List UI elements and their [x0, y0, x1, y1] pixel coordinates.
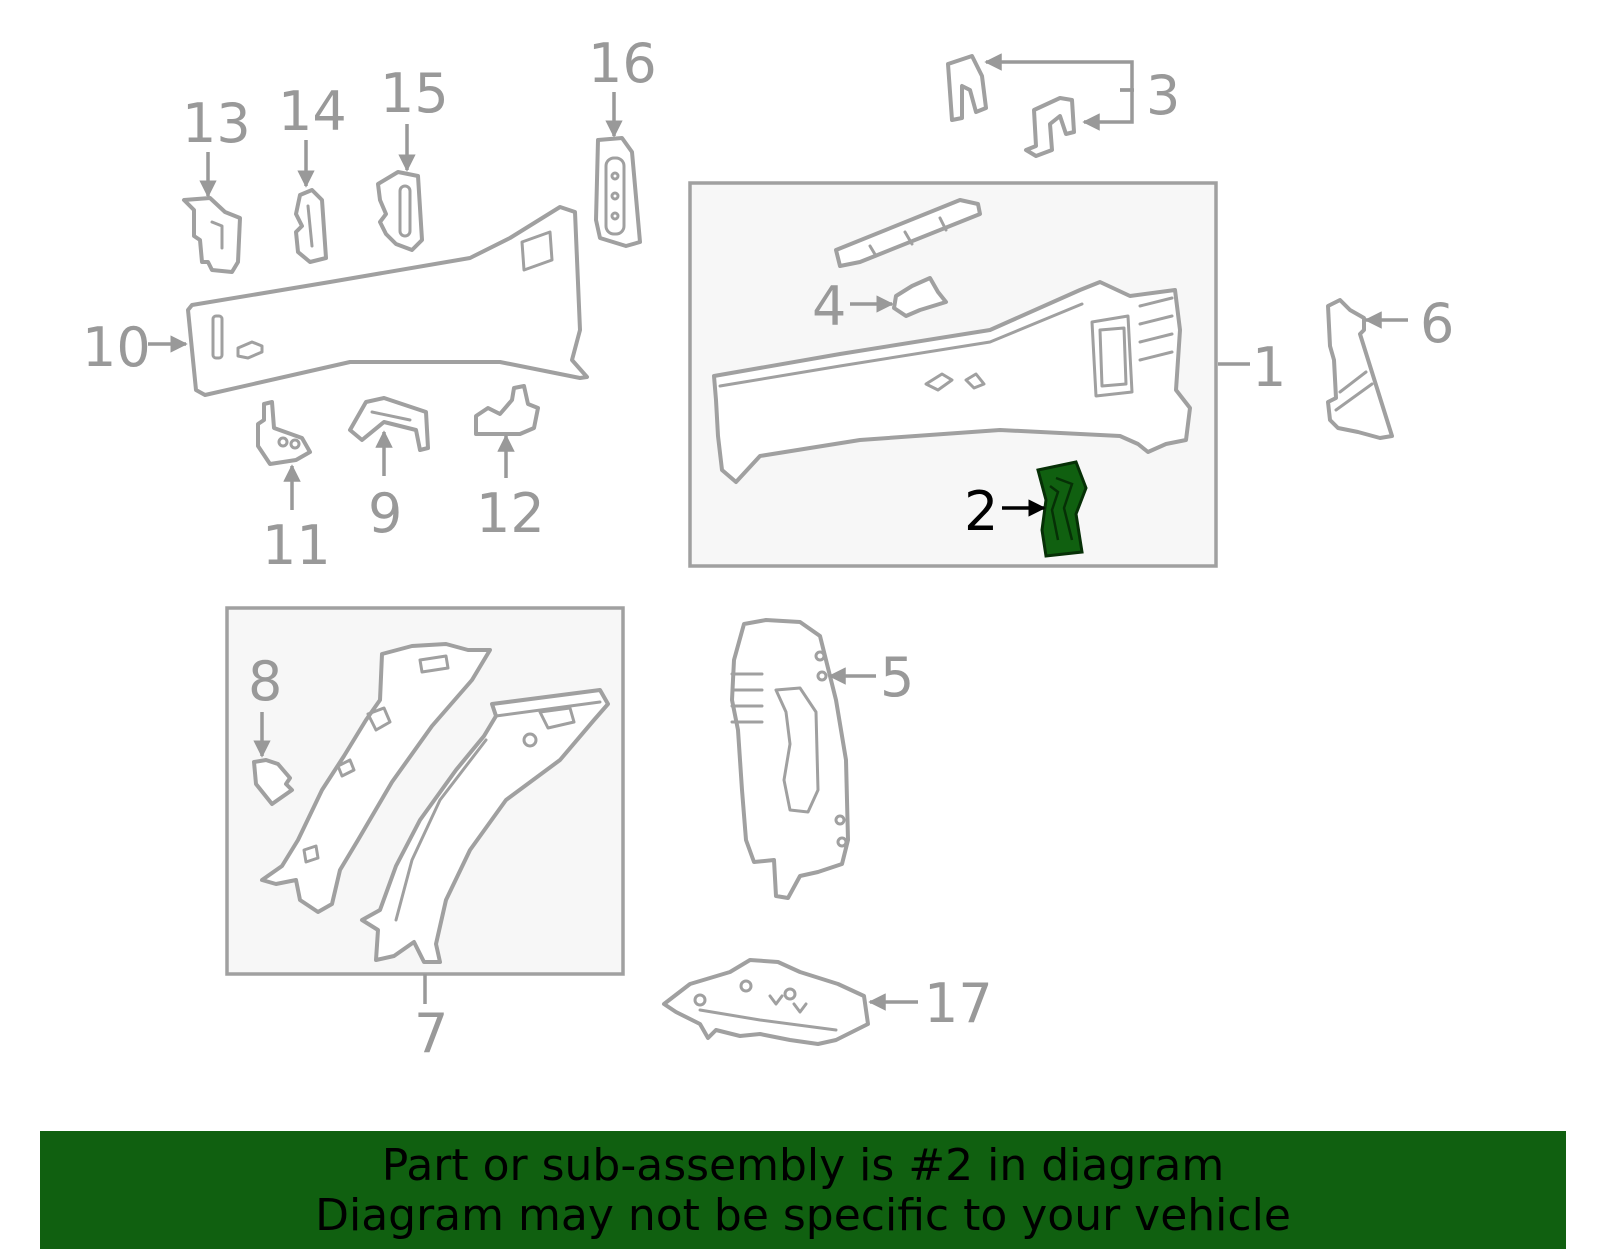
part-15[interactable] [376, 170, 424, 252]
callout-10: 10 [82, 316, 151, 379]
part-6[interactable] [1326, 298, 1394, 440]
part-13[interactable] [182, 196, 242, 274]
part-2-highlighted[interactable] [1036, 460, 1088, 558]
part-8[interactable] [252, 758, 294, 806]
callout-16: 16 [588, 32, 657, 95]
callout-14: 14 [278, 80, 347, 143]
part-5[interactable] [730, 618, 850, 900]
part-7[interactable] [260, 642, 610, 964]
callout-3: 3 [1146, 64, 1180, 127]
callout-5: 5 [880, 646, 914, 709]
callout-2: 2 [964, 480, 998, 543]
callout-4: 4 [812, 275, 846, 338]
part-11[interactable] [256, 400, 312, 466]
callout-17: 17 [924, 972, 993, 1035]
part-4[interactable] [892, 276, 948, 318]
callout-9: 9 [368, 482, 402, 545]
callout-7: 7 [414, 1002, 448, 1065]
banner-line-disclaimer: Diagram may not be specific to your vehi… [315, 1190, 1291, 1241]
callout-1: 1 [1252, 336, 1286, 399]
callout-12: 12 [476, 482, 545, 545]
callout-13: 13 [182, 92, 251, 155]
part-14[interactable] [294, 188, 328, 264]
callout-8: 8 [248, 650, 282, 713]
callout-15: 15 [380, 62, 449, 125]
part-9[interactable] [348, 396, 430, 452]
part-1[interactable] [712, 198, 1192, 484]
part-16[interactable] [594, 136, 642, 248]
info-banner: Part or sub-assembly is #2 in diagram Di… [40, 1131, 1566, 1249]
part-3[interactable] [946, 54, 1076, 158]
callout-6: 6 [1420, 292, 1454, 355]
part-17[interactable] [662, 958, 870, 1046]
part-12[interactable] [474, 384, 540, 436]
callout-11: 11 [262, 514, 331, 577]
banner-line-part: Part or sub-assembly is #2 in diagram [381, 1140, 1225, 1191]
part-10[interactable] [186, 205, 589, 397]
